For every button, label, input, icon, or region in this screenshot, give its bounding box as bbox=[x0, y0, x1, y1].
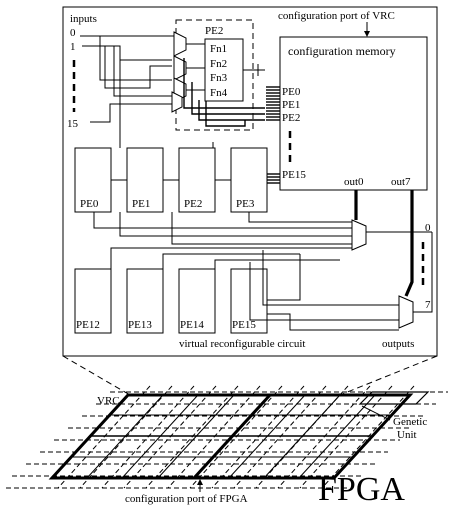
pe-row1-label-1: PE1 bbox=[132, 198, 150, 210]
out7-line bbox=[404, 190, 414, 297]
zoom-line-left bbox=[62, 355, 131, 396]
pe-block bbox=[74, 147, 112, 213]
function-fn4: Fn4 bbox=[210, 87, 228, 99]
fpga-title: FPGA bbox=[318, 471, 405, 508]
fpga-config-port-arrowhead bbox=[197, 479, 203, 485]
memory-port-pe1: PE1 bbox=[282, 99, 300, 111]
pe-block bbox=[230, 147, 268, 213]
pe2-input-muxes bbox=[171, 31, 187, 113]
vrc-footer-label: virtual reconfigurable circuit bbox=[179, 338, 305, 350]
pe2-detail-label: PE2 bbox=[205, 25, 223, 37]
fpga-vrc-label: VRC bbox=[97, 395, 120, 407]
memory-out0: out0 bbox=[344, 176, 364, 188]
mux-to-function-lines bbox=[186, 43, 265, 91]
pe-row1-label-2: PE2 bbox=[184, 198, 202, 210]
vrc-outer-box bbox=[62, 6, 438, 357]
pe-row2-label-1: PE13 bbox=[128, 319, 152, 331]
input-label-0: 0 bbox=[70, 27, 76, 39]
outputs-label: outputs bbox=[382, 338, 414, 350]
vrc-config-port-arrowhead bbox=[364, 31, 370, 37]
output-label-7: 7 bbox=[425, 299, 431, 311]
function-fn1: Fn1 bbox=[210, 43, 227, 55]
memory-port-pe0: PE0 bbox=[282, 86, 301, 98]
pe-row-2 bbox=[74, 268, 268, 334]
function-fn3: Fn3 bbox=[210, 72, 228, 84]
memory-port-pe15: PE15 bbox=[282, 169, 306, 181]
pe-row1-label-0: PE0 bbox=[80, 198, 99, 210]
pe2-config-lines bbox=[183, 58, 265, 127]
pe2-detail-box bbox=[175, 19, 254, 131]
pe-row2-label-3: PE15 bbox=[232, 319, 256, 331]
genetic-unit-pointer bbox=[361, 405, 391, 421]
pe-row-1 bbox=[74, 147, 268, 213]
fpga-grid bbox=[6, 385, 448, 489]
memory-port-pe2: PE2 bbox=[282, 112, 300, 124]
memory-out7: out7 bbox=[391, 176, 411, 188]
pe-block bbox=[126, 268, 164, 334]
pe-block bbox=[230, 268, 268, 334]
fpga-config-port-label: configuration port of FPGA bbox=[125, 493, 248, 505]
input-label-1: 1 bbox=[70, 41, 76, 53]
pe-block bbox=[178, 268, 216, 334]
pe-row1-label-3: PE3 bbox=[236, 198, 255, 210]
inputs-label: inputs bbox=[70, 13, 97, 25]
vrc-config-port-label: configuration port of VRC bbox=[278, 10, 395, 22]
input-label-15: 15 bbox=[67, 118, 79, 130]
config-memory-label: configuration memory bbox=[288, 44, 396, 58]
config-memory-box bbox=[279, 36, 428, 191]
output-label-0: 0 bbox=[425, 222, 431, 234]
output-mux-0 bbox=[351, 219, 367, 251]
pe-block bbox=[74, 268, 112, 334]
memory-bus-ticks bbox=[266, 86, 280, 184]
zoom-line-right bbox=[339, 355, 438, 396]
function-fn2: Fn2 bbox=[210, 58, 227, 70]
interconnect-lines bbox=[93, 135, 433, 331]
pe-row2-label-0: PE12 bbox=[76, 319, 100, 331]
pe-row2-label-2: PE14 bbox=[180, 319, 204, 331]
output-mux-7 bbox=[398, 295, 414, 329]
input-lines bbox=[80, 35, 175, 135]
